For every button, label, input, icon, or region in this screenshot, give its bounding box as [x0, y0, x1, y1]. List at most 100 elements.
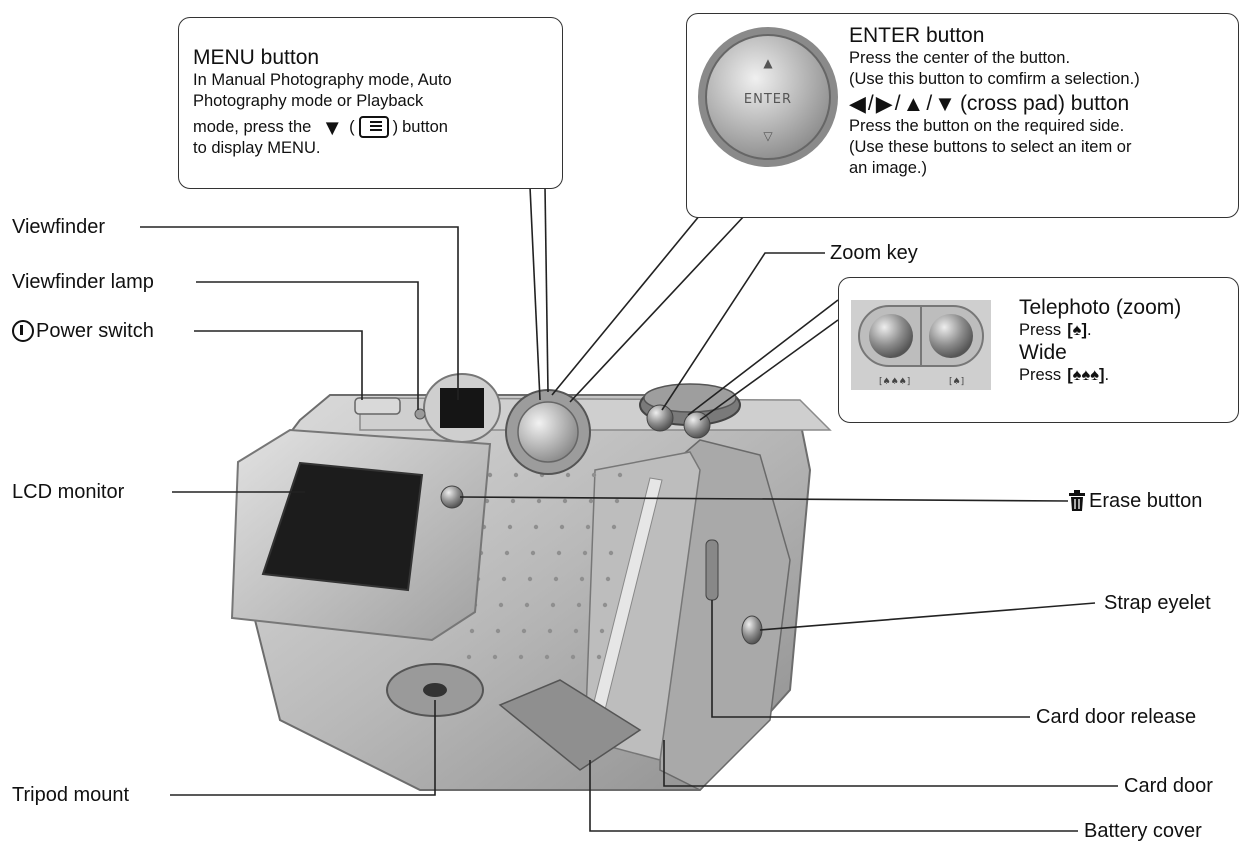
label-battery-cover: Battery cover [1084, 820, 1202, 842]
cross-pad-desc1: Press the button on the required side. [849, 116, 1229, 137]
speaker-dot [554, 577, 558, 581]
zoom-key-closeup: [♠♠♠] [♠] [851, 300, 991, 390]
label-viewfinder-lamp: Viewfinder lamp [12, 271, 154, 293]
wide-icon: [♠♠♠] [1067, 365, 1104, 386]
power-icon [12, 320, 34, 342]
speaker-dot [589, 499, 593, 503]
arrow-down-icon: ▼ [934, 92, 956, 116]
label-erase-button: Erase button [1089, 490, 1202, 512]
speaker-dot [583, 551, 587, 555]
label-erase-button-row: Erase button [1068, 490, 1202, 512]
label-tripod-mount: Tripod mount [12, 784, 129, 806]
triangle-down-icon: ▼ [321, 117, 343, 138]
telephoto-icon-small: [♠] [949, 377, 964, 387]
speaker-dot [557, 551, 561, 555]
speaker-dot [551, 603, 555, 607]
menu-icon-paren-close: ) [393, 117, 399, 138]
viewfinder-lamp-art [415, 409, 425, 419]
speaker-dot [519, 655, 523, 659]
telephoto-title: Telephoto (zoom) [1019, 296, 1181, 320]
speaker-dot [577, 603, 581, 607]
svg-text:▽: ▽ [763, 129, 773, 143]
arrow-left-icon: ◀ [849, 92, 866, 116]
speaker-dot [592, 473, 596, 477]
card-door-release-art [706, 540, 718, 600]
menu-callout-line3-pre: mode, press the [193, 117, 311, 138]
speaker-dot [560, 525, 564, 529]
speaker-dot [493, 655, 497, 659]
zoom-key-callout: [♠♠♠] [♠] Telephoto (zoom) Press [♠] . W… [838, 277, 1239, 423]
telephoto-press-row: Press [♠] . [1019, 320, 1181, 341]
speaker-dot [566, 473, 570, 477]
speaker-dot [514, 473, 518, 477]
label-zoom-key: Zoom key [830, 242, 918, 264]
menu-callout-line1: In Manual Photography mode, Auto [193, 70, 452, 91]
label-card-door: Card door [1124, 775, 1213, 797]
enter-callout-desc2: (Use this button to comfirm a selection.… [849, 69, 1229, 90]
svg-text:▲: ▲ [763, 56, 773, 70]
menu-icon [359, 116, 389, 138]
cross-pad-art [506, 390, 590, 474]
label-lcd-monitor: LCD monitor [12, 481, 124, 503]
speaker-dot [603, 603, 607, 607]
cross-pad-desc2: (Use these buttons to select an item or [849, 137, 1229, 158]
speaker-dot [609, 551, 613, 555]
speaker-dot [563, 499, 567, 503]
enter-callout-desc1: Press the center of the button. [849, 48, 1229, 69]
speaker-dot [612, 525, 616, 529]
speaker-dot [615, 499, 619, 503]
speaker-dot [522, 629, 526, 633]
speaker-dot [496, 629, 500, 633]
enter-callout-title: ENTER button [849, 24, 1229, 48]
label-card-door-release: Card door release [1036, 706, 1196, 728]
speaker-dot [488, 473, 492, 477]
label-strap-eyelet: Strap eyelet [1104, 592, 1211, 614]
enter-button-callout: ▲ ▽ ENTER ENTER button Press the center … [686, 13, 1239, 218]
power-switch-art [355, 398, 400, 414]
speaker-dot [548, 629, 552, 633]
cross-pad-desc3: an image.) [849, 158, 1229, 179]
speaker-dot [528, 577, 532, 581]
speaker-dot [499, 603, 503, 607]
erase-button-art [441, 486, 463, 508]
speaker-dot [571, 655, 575, 659]
menu-button-callout: MENU button In Manual Photography mode, … [178, 17, 563, 189]
speaker-dot [502, 577, 506, 581]
menu-callout-line3-post: button [402, 117, 448, 138]
speaker-dot [531, 551, 535, 555]
speaker-dot [580, 577, 584, 581]
speaker-dot [525, 603, 529, 607]
speaker-dot [574, 629, 578, 633]
wide-press-text: Press [1019, 365, 1061, 386]
label-power-switch-row: Power switch [12, 320, 154, 342]
label-viewfinder: Viewfinder [12, 216, 105, 238]
telephoto-press-text: Press [1019, 320, 1061, 341]
cross-pad-title-row: ◀ / ▶ / ▲ / ▼ (cross pad) button [849, 92, 1229, 116]
speaker-dot [586, 525, 590, 529]
enter-button-closeup: ▲ ▽ ENTER [693, 22, 843, 172]
wide-press-row: Press [♠♠♠] . [1019, 365, 1181, 386]
menu-callout-line2: Photography mode or Playback [193, 91, 452, 112]
speaker-dot [618, 473, 622, 477]
speaker-dot [511, 499, 515, 503]
speaker-dot [600, 629, 604, 633]
speaker-dot [505, 551, 509, 555]
strap-eyelet-art [742, 616, 762, 644]
telephoto-icon: [♠] [1067, 320, 1087, 341]
wide-title: Wide [1019, 341, 1181, 365]
speaker-dot [534, 525, 538, 529]
menu-icon-paren-open: ( [349, 117, 355, 138]
speaker-dot [470, 629, 474, 633]
cross-pad-callout-title: (cross pad) button [960, 92, 1129, 116]
lcd-art [232, 430, 490, 640]
speaker-dot [597, 655, 601, 659]
trash-icon [1068, 490, 1086, 512]
label-power-switch: Power switch [36, 320, 154, 342]
enter-button-text: ENTER [744, 92, 792, 107]
arrow-up-icon: ▲ [903, 92, 925, 116]
speaker-dot [508, 525, 512, 529]
speaker-dot [606, 577, 610, 581]
wide-icon-small: [♠♠♠] [879, 377, 910, 387]
viewfinder-art [424, 374, 500, 442]
arrow-right-icon: ▶ [876, 92, 893, 116]
